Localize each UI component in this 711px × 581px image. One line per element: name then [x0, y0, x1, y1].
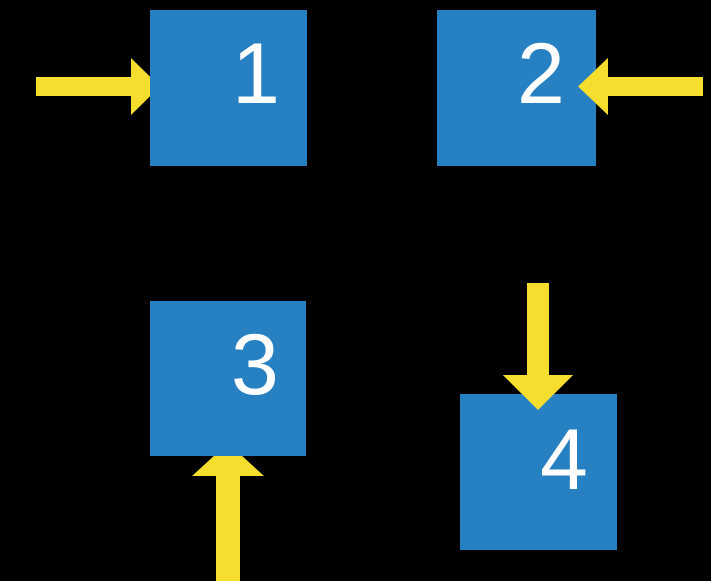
node-box-3[interactable] [150, 301, 306, 456]
node-box-2[interactable] [437, 10, 596, 166]
arrow-into-node-2-tip-icon [578, 58, 703, 115]
node-box-1[interactable] [150, 10, 307, 166]
arrow-into-node-2-icon [578, 58, 703, 115]
node-label-1: 1 [232, 26, 280, 122]
node-label-4: 4 [540, 412, 588, 508]
node-label-3: 3 [231, 317, 279, 413]
arrow-into-node-4-icon [503, 283, 573, 410]
arrow-into-node-3-icon [192, 443, 264, 581]
node-label-2: 2 [517, 26, 565, 122]
arrow-into-node-1-icon [36, 58, 160, 115]
arrow-into-node-4-tip-icon [503, 283, 573, 410]
node-box-4[interactable] [460, 394, 617, 550]
